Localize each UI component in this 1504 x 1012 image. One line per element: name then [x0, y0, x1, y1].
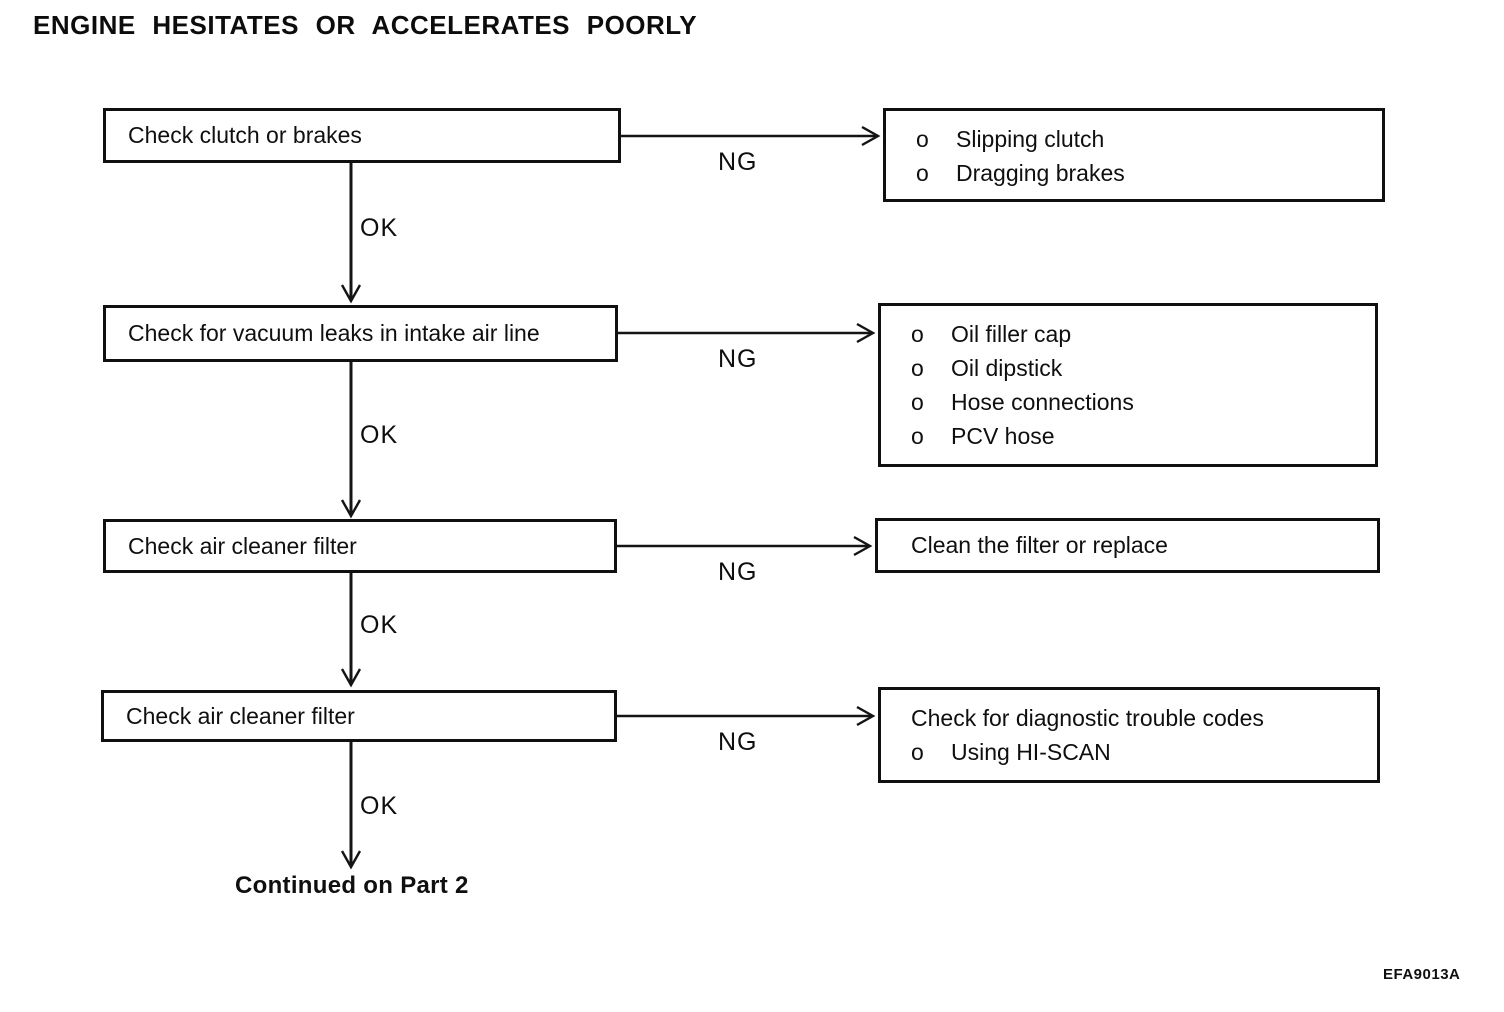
check-step-label: Check air cleaner filter	[126, 702, 355, 729]
ng-label: NG	[718, 345, 758, 373]
result-item: o Oil filler cap	[911, 317, 1365, 351]
result-text: Oil filler cap	[951, 321, 1072, 347]
ng-label: NG	[718, 728, 758, 756]
result-item: o Slipping clutch	[916, 122, 1372, 156]
result-text: Slipping clutch	[956, 126, 1105, 152]
bullet-marker: o	[911, 355, 924, 381]
bullet-marker: o	[911, 321, 924, 347]
ng-label: NG	[718, 148, 758, 176]
result-item: o Using HI-SCAN	[911, 735, 1367, 769]
ok-label: OK	[360, 611, 399, 639]
check-step-box: Check air cleaner filter	[101, 690, 617, 742]
result-box: Check for diagnostic trouble codes o Usin…	[878, 687, 1380, 783]
figure-code: EFA9013A	[1383, 966, 1461, 983]
result-item: Clean the filter or replace	[911, 532, 1168, 559]
result-text: Clean the filter or replace	[911, 532, 1168, 558]
result-item: o PCV hose	[911, 419, 1365, 453]
ok-label: OK	[360, 421, 399, 449]
ok-label: OK	[360, 792, 399, 820]
check-step-label: Check for vacuum leaks in intake air lin…	[128, 320, 540, 346]
check-step-box: Check for vacuum leaks in intake air lin…	[103, 305, 618, 362]
bullet-marker: o	[911, 423, 924, 449]
bullet-marker: o	[911, 389, 924, 415]
bullet-marker: o	[911, 739, 924, 765]
check-step-label: Check clutch or brakes	[128, 122, 362, 148]
result-item: Check for diagnostic trouble codes	[911, 701, 1367, 735]
continuation-label: Continued on Part 2	[235, 872, 469, 899]
check-step-box: Check air cleaner filter	[103, 519, 617, 573]
result-text: Dragging brakes	[956, 160, 1125, 186]
result-box: Clean the filter or replace	[875, 518, 1380, 573]
ok-label: OK	[360, 214, 399, 242]
bullet-marker: o	[916, 126, 929, 152]
result-item: o Dragging brakes	[916, 156, 1372, 190]
result-text: Hose connections	[951, 389, 1134, 415]
result-text: Oil dipstick	[951, 355, 1063, 381]
check-step-label: Check air cleaner filter	[128, 532, 357, 559]
result-text: PCV hose	[951, 423, 1055, 449]
bullet-marker: o	[916, 160, 929, 186]
check-step-box: Check clutch or brakes	[103, 108, 621, 163]
page-title: ENGINE HESITATES OR ACCELERATES POORLY	[33, 10, 698, 40]
result-text: Using HI-SCAN	[951, 739, 1111, 765]
result-text: Check for diagnostic trouble codes	[911, 705, 1264, 731]
result-item: o Hose connections	[911, 385, 1365, 419]
ng-label: NG	[718, 558, 758, 586]
result-item: o Oil dipstick	[911, 351, 1365, 385]
